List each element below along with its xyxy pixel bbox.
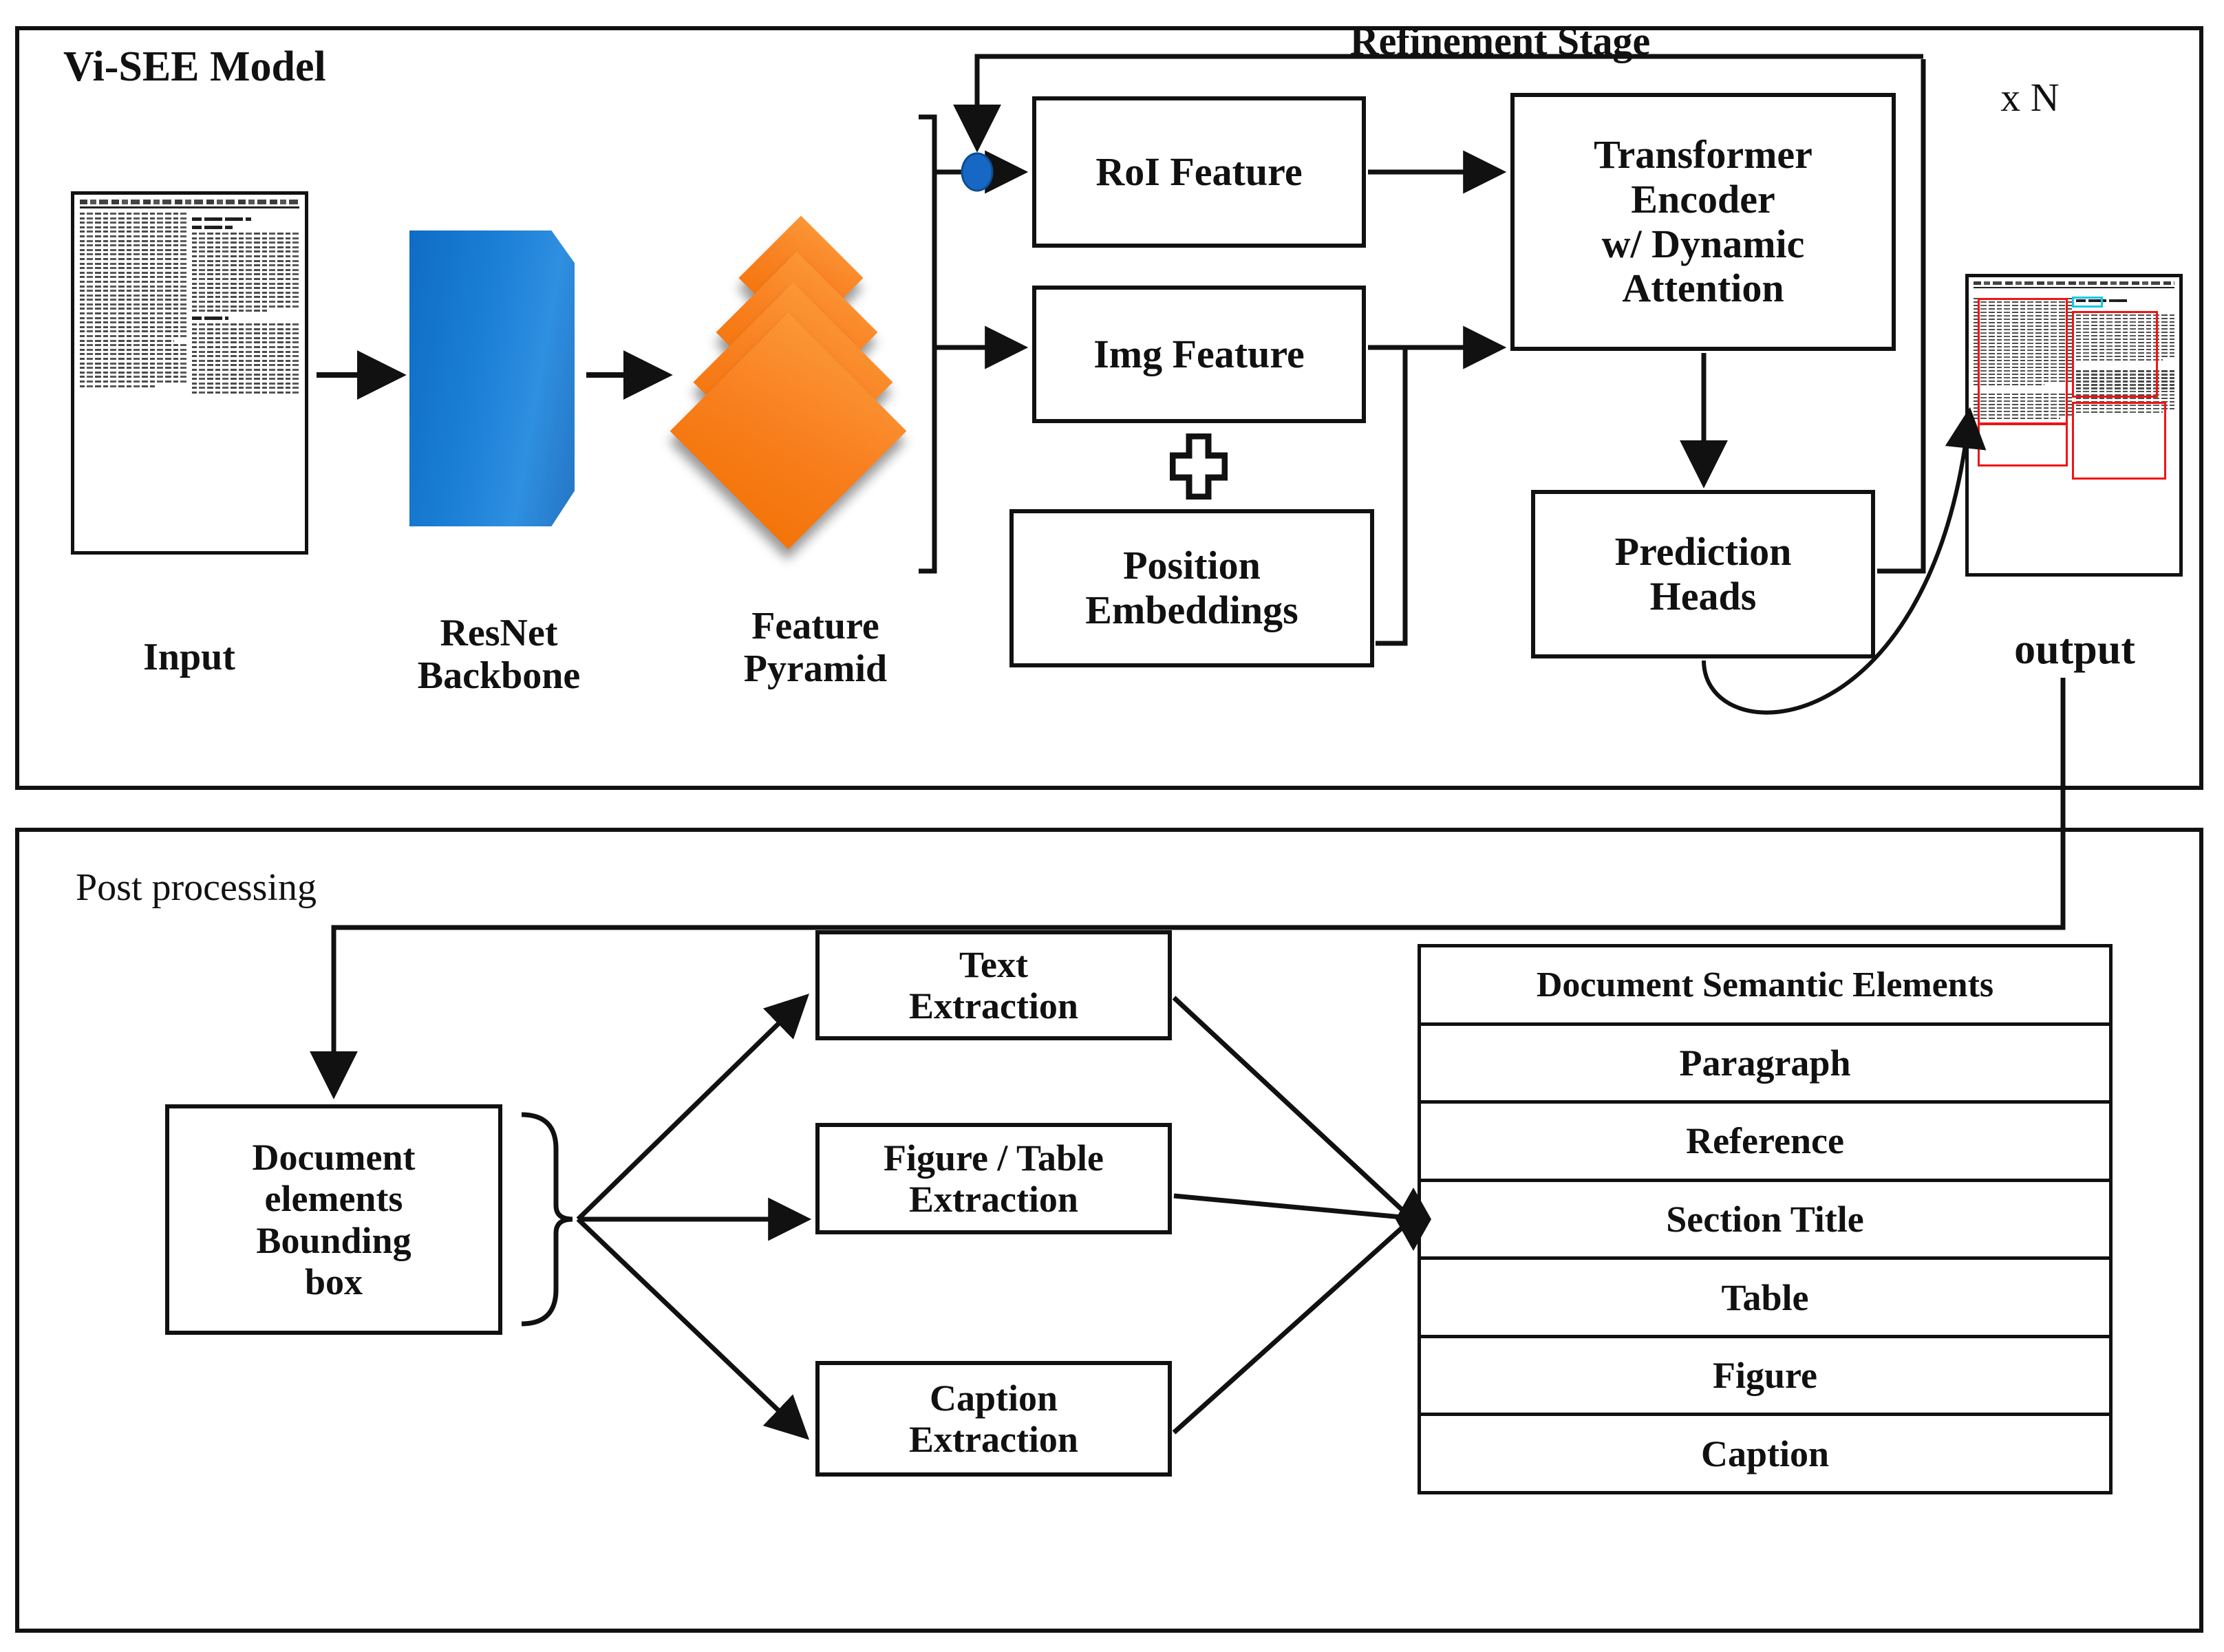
semantic-table-row-figure: Figure (1421, 1338, 2109, 1417)
document-semantic-elements-table: Document Semantic Elements Paragraph Ref… (1418, 944, 2113, 1494)
position-embeddings-box: Position Embeddings (1009, 509, 1374, 667)
detected-region-paragraph-right-lower (2072, 402, 2166, 480)
semantic-table-row-table: Table (1421, 1260, 2109, 1338)
transformer-encoder-box: Transformer Encoder w/ Dynamic Attention (1510, 93, 1896, 351)
detected-region-paragraph-left-lower (1978, 423, 2068, 466)
resnet-backbone-caption: ResNet Backbone (417, 612, 581, 697)
semantic-table-header: Document Semantic Elements (1421, 947, 2109, 1026)
detected-region-paragraph-right-upper (2072, 311, 2158, 398)
post-processing-title: Post processing (76, 866, 317, 909)
repeat-count-label: x N (2000, 75, 2060, 120)
output-caption: output (2014, 626, 2135, 673)
semantic-table-row-reference: Reference (1421, 1104, 2109, 1182)
semantic-table-row-paragraph: Paragraph (1421, 1026, 2109, 1104)
semantic-table-row-section-title: Section Title (1421, 1182, 2109, 1261)
resnet-backbone-shape (409, 230, 575, 526)
document-elements-bounding-box: Document elements Bounding box (165, 1104, 502, 1335)
refinement-stage-label: Refinement Stage (1349, 19, 1651, 63)
detected-region-section-title (2072, 297, 2103, 308)
figure-table-extraction-box: Figure / Table Extraction (815, 1123, 1172, 1234)
vi-see-model-title: Vi-SEE Model (63, 43, 326, 90)
input-caption: Input (143, 636, 235, 678)
img-feature-box: Img Feature (1032, 286, 1366, 423)
caption-extraction-box: Caption Extraction (815, 1361, 1172, 1477)
roi-feature-box: RoI Feature (1032, 96, 1366, 248)
output-document-thumbnail (1965, 274, 2183, 577)
text-extraction-box: Text Extraction (815, 930, 1172, 1040)
detected-region-paragraph-left (1978, 298, 2068, 425)
input-document-thumbnail (71, 191, 308, 555)
feature-pyramid-shape (670, 215, 950, 550)
feature-pyramid-caption: Feature Pyramid (743, 605, 888, 690)
prediction-heads-box: Prediction Heads (1531, 490, 1875, 658)
semantic-table-row-caption: Caption (1700, 1433, 1830, 1474)
plus-icon (1169, 433, 1228, 500)
